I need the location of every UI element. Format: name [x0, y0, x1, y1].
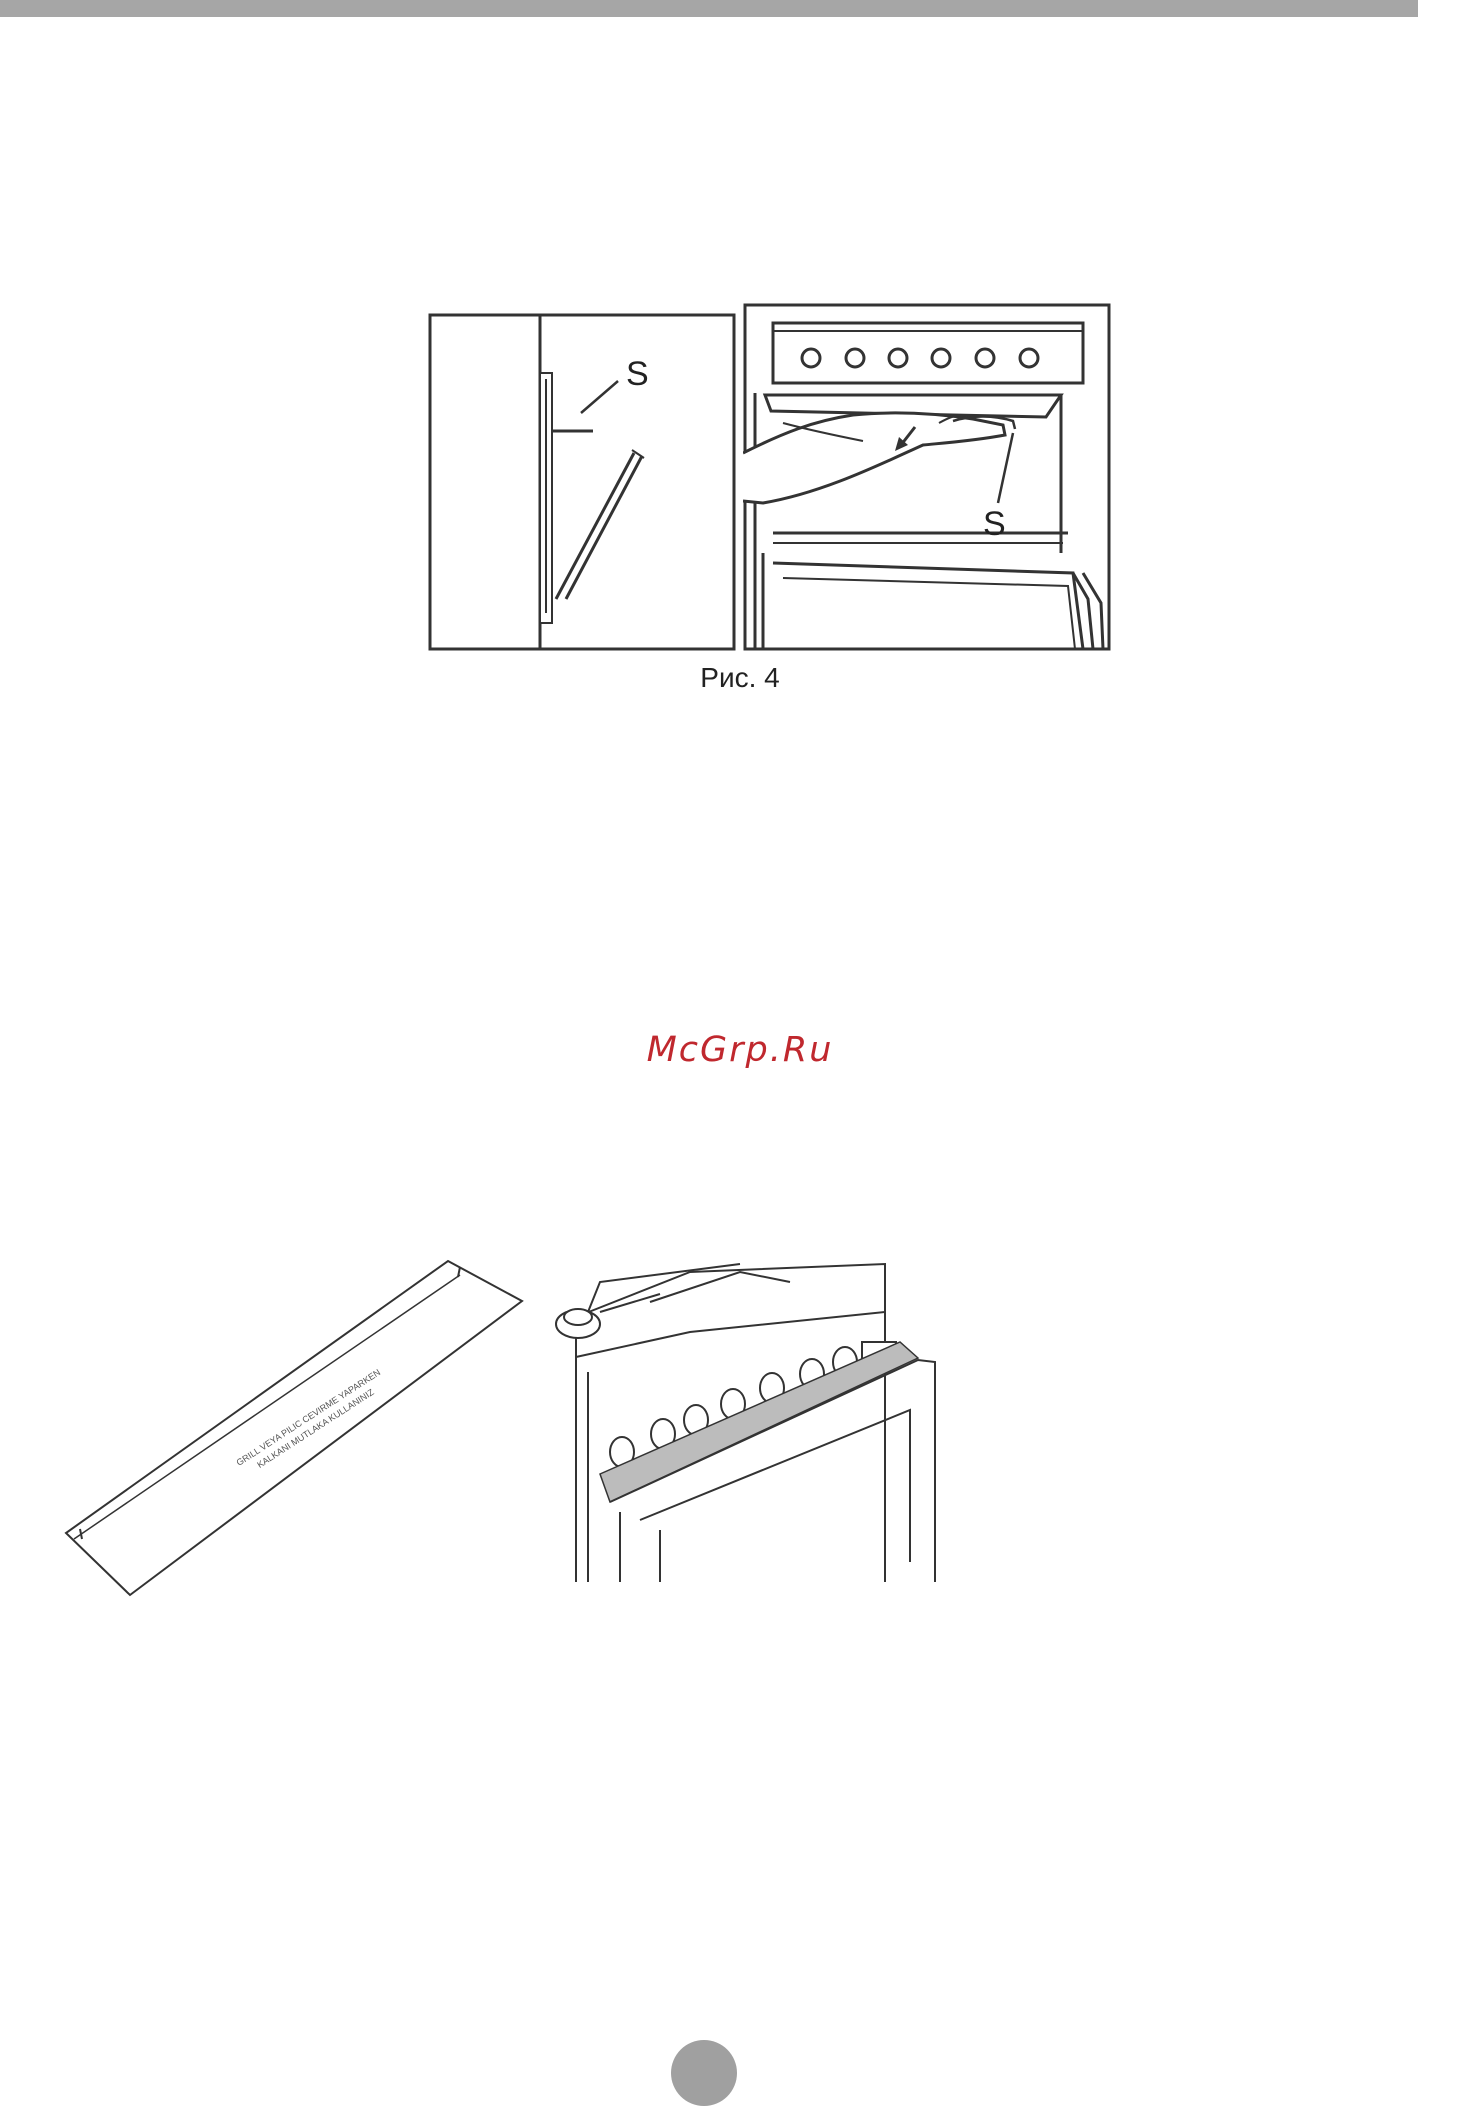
page-number-dot [671, 2040, 737, 2106]
callout-s-left: S [626, 355, 649, 393]
grill-shield-illustration: GRILL VEYA PILIC CEVIRME YAPARKEN KALKAN… [60, 1255, 530, 1605]
figure4-right-panel: S [743, 303, 1113, 653]
callout-s-right: S [983, 505, 1006, 543]
cooker-with-shield-illustration [540, 1262, 940, 1582]
figure4-caption: Рис. 4 [600, 662, 880, 694]
watermark-text: McGrp.Ru [520, 1030, 960, 1070]
figure4-left-panel: S [428, 313, 738, 651]
page-header-bar [0, 0, 1418, 17]
